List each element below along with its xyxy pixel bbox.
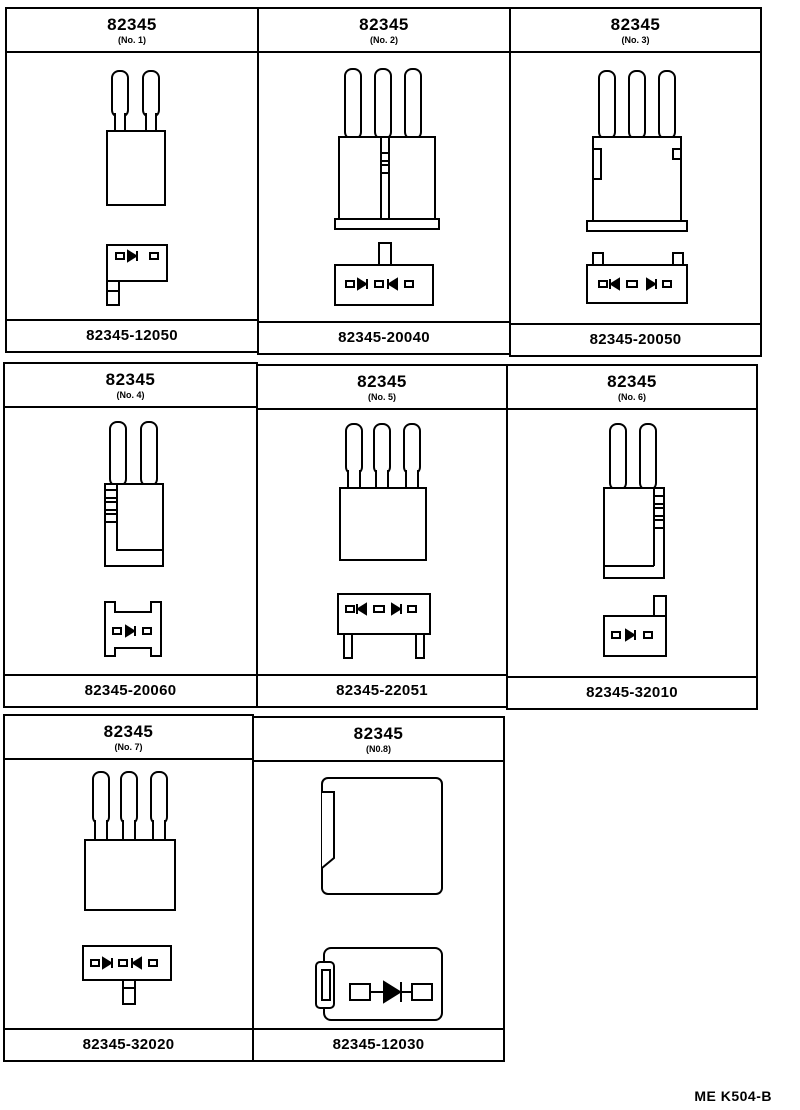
relay-body	[321, 777, 443, 895]
panel-footer: 82345-20040	[259, 321, 509, 353]
mounting-base	[586, 220, 688, 232]
index-label: (No. 3)	[621, 35, 650, 45]
relay-body	[592, 136, 682, 224]
panel-header: 82345 (N0.8)	[254, 718, 503, 762]
part-name: 82345	[105, 370, 156, 389]
panel-footer: 82345-32010	[508, 676, 756, 708]
connector-face	[603, 595, 667, 657]
relay-body	[338, 136, 436, 222]
connector-face	[315, 947, 443, 1021]
terminal-pins	[111, 70, 160, 132]
terminal-pins	[609, 423, 657, 491]
connector-face	[586, 252, 688, 304]
part-name: 82345	[607, 372, 657, 391]
relay-drawing	[315, 777, 443, 1021]
panel-header: 82345 (No. 1)	[7, 9, 257, 53]
terminal-pins	[344, 68, 422, 140]
index-label: (No. 5)	[368, 392, 396, 402]
relay-panel-1: 82345 (No. 1) 82345-12050	[5, 7, 259, 353]
panel-header: 82345 (No. 2)	[259, 9, 509, 53]
part-number: 82345-20060	[84, 682, 177, 699]
panel-header: 82345 (No. 4)	[5, 364, 256, 408]
index-label: (No. 2)	[370, 35, 398, 45]
relay-drawing	[104, 421, 164, 657]
panel-footer: 82345-12050	[7, 319, 257, 351]
index-label: (No. 7)	[114, 742, 143, 752]
panel-footer: 82345-20060	[5, 674, 256, 706]
part-number: 82345-32010	[586, 684, 678, 701]
part-number: 82345-20050	[589, 331, 682, 348]
relay-body	[339, 487, 427, 561]
panel-footer: 82345-20050	[511, 323, 760, 355]
part-number: 82345-32020	[82, 1036, 175, 1053]
connector-face	[106, 244, 168, 306]
relay-body	[106, 130, 166, 206]
panel-header: 82345 (No. 6)	[508, 366, 756, 410]
connector-face	[337, 593, 431, 659]
relay-drawing	[82, 771, 176, 1005]
part-number: 82345-12030	[332, 1036, 425, 1053]
relay-panel-4: 82345 (No. 4) 82345-20060	[3, 362, 258, 708]
part-name: 82345	[359, 15, 409, 34]
index-label: (No. 1)	[118, 35, 146, 45]
part-name: 82345	[103, 722, 154, 741]
part-name: 82345	[107, 15, 157, 34]
relay-panel-7: 82345 (No. 7) 82345-32020	[3, 714, 254, 1062]
relay-panel-8: 82345 (N0.8) 82345-12030	[252, 716, 505, 1062]
relay-drawing	[337, 423, 431, 659]
part-number: 82345-12050	[86, 327, 178, 344]
relay-panel-6: 82345 (No. 6) 82345-32010	[506, 364, 758, 710]
panel-footer: 82345-22051	[258, 674, 506, 706]
panel-footer: 82345-12030	[254, 1028, 503, 1060]
terminal-pins	[109, 421, 158, 487]
part-name: 82345	[357, 372, 407, 391]
relay-panel-2: 82345 (No. 2) 82345-20040	[257, 7, 511, 355]
relay-drawing	[586, 70, 688, 304]
index-label: (N0.8)	[365, 744, 391, 754]
part-name: 82345	[610, 15, 661, 34]
index-label: (No. 4)	[116, 390, 145, 400]
panel-header: 82345 (No. 3)	[511, 9, 760, 53]
part-number: 82345-20040	[338, 329, 430, 346]
relay-body	[84, 839, 176, 911]
part-number: 82345-22051	[336, 682, 428, 699]
connector-face	[334, 242, 434, 306]
terminal-pins	[92, 771, 168, 841]
index-label: (No. 6)	[618, 392, 646, 402]
document-code: ME K504-B	[694, 1088, 772, 1104]
relay-drawing	[106, 70, 168, 306]
relay-panel-3: 82345 (No. 3) 82345-20050	[509, 7, 762, 357]
panel-header: 82345 (No. 5)	[258, 366, 506, 410]
connector-face	[82, 945, 172, 1005]
relay-drawing	[603, 423, 667, 657]
panel-header: 82345 (No. 7)	[5, 716, 252, 760]
panel-footer: 82345-32020	[5, 1028, 252, 1060]
relay-panel-5: 82345 (No. 5) 82345-22051	[256, 364, 508, 708]
mounting-base	[334, 218, 440, 230]
relay-drawing	[334, 68, 440, 306]
connector-face	[104, 601, 162, 657]
part-name: 82345	[353, 724, 404, 743]
terminal-pins	[598, 70, 676, 140]
terminal-pins	[345, 423, 421, 489]
